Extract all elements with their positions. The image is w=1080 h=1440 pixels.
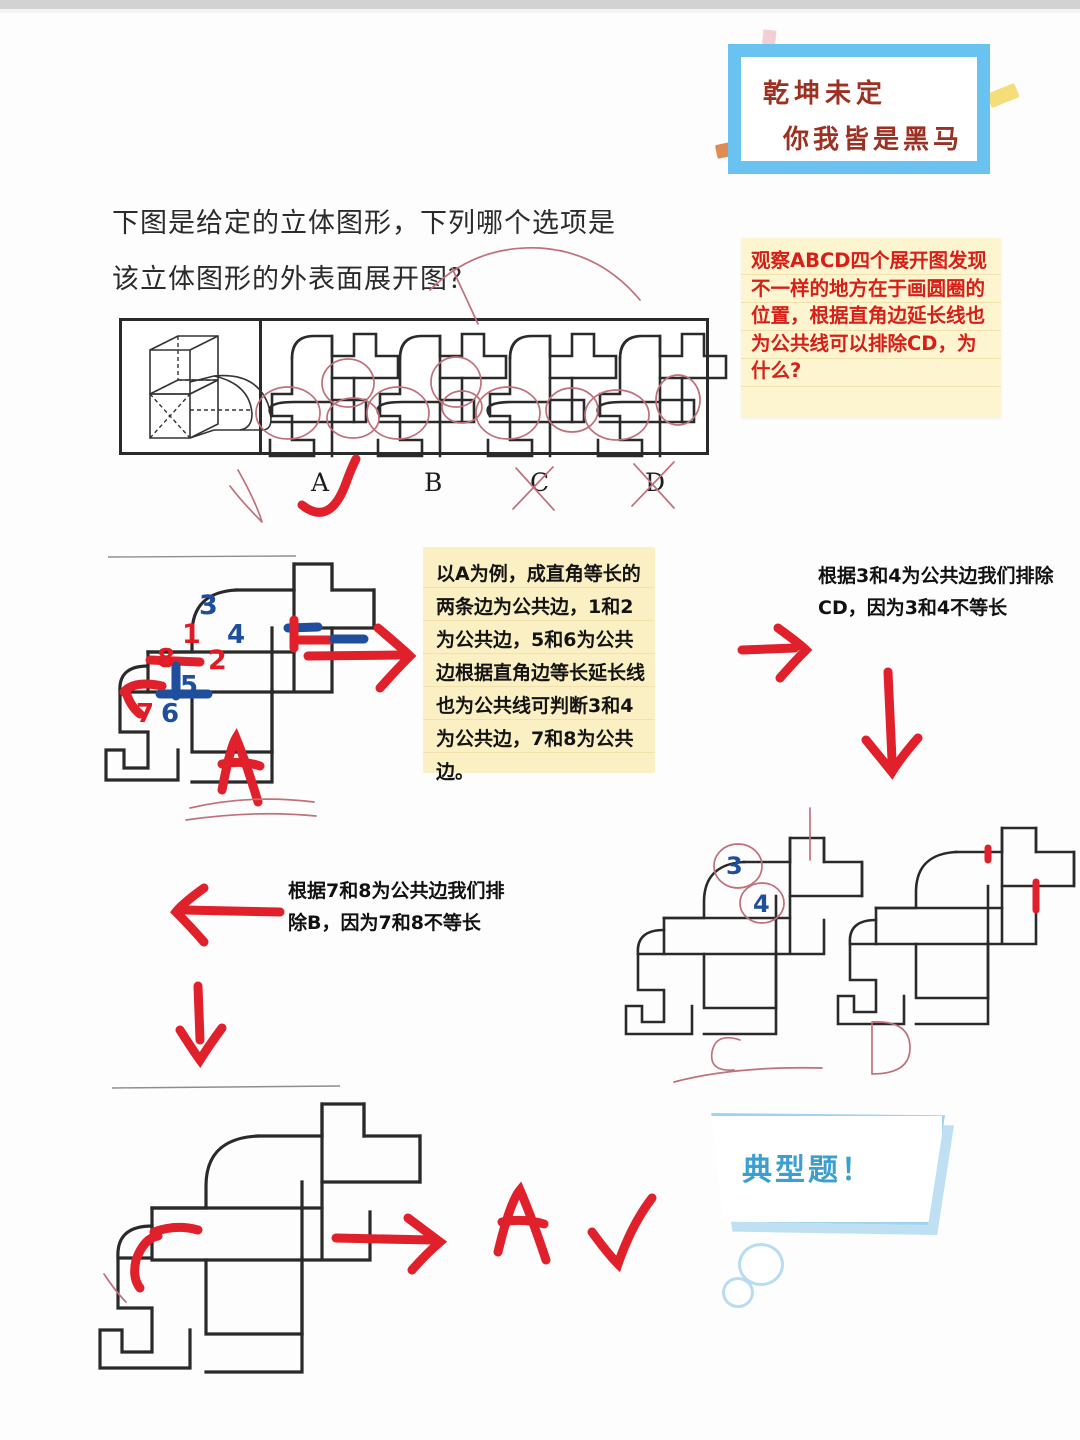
typical-question-bubble: 典型题！ xyxy=(704,1113,954,1235)
option-panel-divider xyxy=(259,318,262,455)
annotation-exclude-b: 根据7和8为公共边我们排除B，因为7和8不等长 xyxy=(288,880,505,934)
net34-label-3: 3 xyxy=(726,852,743,880)
option-panel xyxy=(119,318,709,455)
edge-label-5: 5 xyxy=(180,671,199,701)
bubble-dot-small xyxy=(722,1277,754,1308)
edge-label-1: 1 xyxy=(182,619,201,650)
edge-label-7: 7 xyxy=(136,699,155,729)
bubble-label: 典型题！ xyxy=(742,1153,874,1188)
option-label-a[interactable]: A xyxy=(311,468,330,497)
net34-label-4: 4 xyxy=(753,890,770,918)
question-line-1: 下图是给定的立体图形，下列哪个选项是 xyxy=(112,208,616,239)
title-banner: 乾坤未定 你我皆是黑马 xyxy=(728,44,990,174)
sticky-note-question-text: 观察ABCD四个展开图发现不一样的地方在于画圆圈的位置，根据直角边延长线也为公共… xyxy=(751,249,987,382)
edge-label-2: 2 xyxy=(208,645,227,676)
question-text: 下图是给定的立体图形，下列哪个选项是 该立体图形的外表面展开图？ xyxy=(112,196,712,308)
title-line-1: 乾坤未定 xyxy=(763,79,888,109)
edge-label-8: 8 xyxy=(157,644,176,674)
question-line-2: 该立体图形的外表面展开图？ xyxy=(112,264,476,295)
annotation-exclude-cd: 根据3和4为公共边我们排除CD，因为3和4不等长 xyxy=(818,565,1054,619)
edge-label-4: 4 xyxy=(227,620,246,650)
bubble-dot-large xyxy=(738,1243,784,1286)
option-label-c[interactable]: C xyxy=(530,468,550,497)
top-edge-strip xyxy=(0,0,1080,9)
top-edge-strip-light xyxy=(0,9,1080,13)
title-line-2: 你我皆是黑马 xyxy=(783,125,964,155)
sticky-note-explanation: 以A为例，成直角等长的两条边为公共边，1和2为公共边，5和6为公共边根据直角边等… xyxy=(423,547,655,783)
option-label-d[interactable]: D xyxy=(645,468,666,497)
edge-label-3: 3 xyxy=(199,590,218,621)
edge-label-6: 6 xyxy=(161,699,180,729)
option-label-b[interactable]: B xyxy=(424,468,443,497)
sticky-note-explanation-text: 以A为例，成直角等长的两条边为公共边，1和2为公共边，5和6为公共边根据直角边等… xyxy=(436,563,646,783)
sticky-note-question: 观察ABCD四个展开图发现不一样的地方在于画圆圈的位置，根据直角边延长线也为公共… xyxy=(741,238,1001,418)
